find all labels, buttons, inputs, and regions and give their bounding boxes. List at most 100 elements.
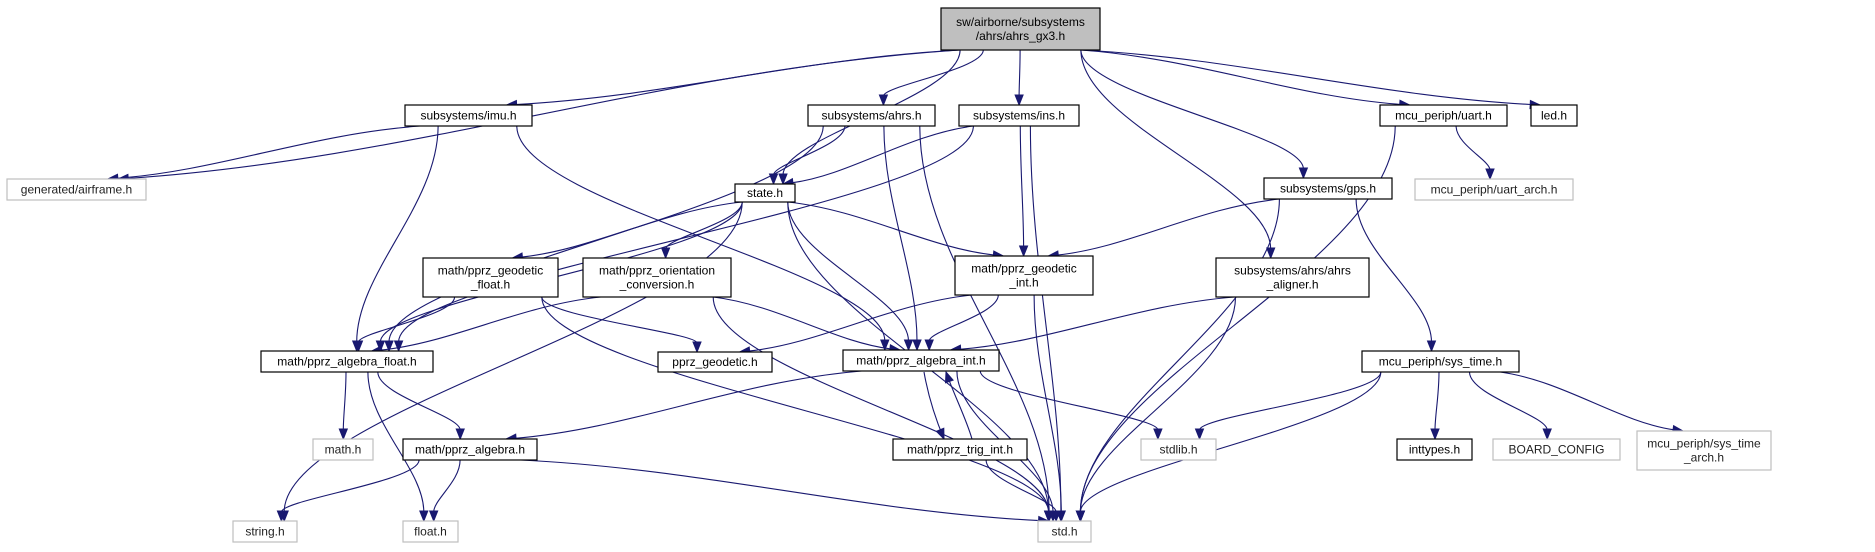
edge-line xyxy=(1079,371,1382,513)
edge-line xyxy=(516,125,886,342)
edge-orient-to-alg_float xyxy=(370,296,601,355)
node-box xyxy=(422,257,559,298)
node-led[interactable]: led.h xyxy=(1530,104,1578,127)
edge-line xyxy=(1080,49,1272,250)
node-box xyxy=(734,183,796,203)
edge-line xyxy=(1018,49,1021,97)
node-geo_float[interactable]: math/pprz_geodetic_float.h xyxy=(422,257,559,298)
node-geo_int[interactable]: math/pprz_geodetic_int.h xyxy=(954,255,1094,296)
edge-root-to-aligner xyxy=(1080,49,1276,260)
arrowhead xyxy=(692,341,702,354)
arrowhead xyxy=(1153,428,1163,441)
node-label: string.h xyxy=(245,525,284,539)
edge-state-to-orient xyxy=(660,201,743,260)
node-box xyxy=(6,178,147,201)
arrowhead xyxy=(1485,168,1495,181)
edge-sys_time-to-inttypes xyxy=(1430,371,1440,441)
node-orient[interactable]: math/pprz_orientation_conversion.h xyxy=(582,257,732,298)
node-box xyxy=(1379,104,1508,127)
node-label: _int.h xyxy=(1008,276,1038,290)
node-ahrs[interactable]: subsystems/ahrs.h xyxy=(807,104,936,127)
node-label: _float.h xyxy=(470,278,510,292)
edge-line xyxy=(1468,371,1548,431)
node-label: subsystems/imu.h xyxy=(420,109,516,123)
edge-line xyxy=(1033,294,1062,513)
node-label: math/pprz_algebra_int.h xyxy=(856,354,985,368)
node-geodetic[interactable]: pprz_geodetic.h xyxy=(657,351,773,373)
arrowhead xyxy=(944,370,954,384)
node-gps[interactable]: subsystems/gps.h xyxy=(1263,177,1393,200)
edge-ahrs-to-alg_int xyxy=(883,125,922,352)
edge-line xyxy=(1198,371,1382,431)
edge-ahrs-to-alg_float xyxy=(384,125,824,353)
node-uart[interactable]: mcu_periph/uart.h xyxy=(1379,104,1508,127)
node-label: /ahrs/ahrs_gx3.h xyxy=(976,29,1065,43)
edge-geo_int-to-std xyxy=(1033,294,1067,523)
node-label: subsystems/gps.h xyxy=(1280,182,1376,196)
node-aligner[interactable]: subsystems/ahrs/ahrs_aligner.h xyxy=(1215,257,1370,298)
edge-alg-to-float xyxy=(428,459,461,523)
arrowhead xyxy=(338,428,349,441)
edge-line xyxy=(882,49,984,97)
node-root[interactable]: sw/airborne/subsystems/ahrs/ahrs_gx3.h xyxy=(940,7,1101,51)
arrowhead xyxy=(1051,510,1061,523)
node-sys_time[interactable]: mcu_periph/sys_time.h xyxy=(1361,350,1520,373)
edge-line xyxy=(280,459,420,513)
edge-uart-to-uart_arch xyxy=(1455,125,1495,181)
node-state[interactable]: state.h xyxy=(734,183,796,203)
graph-edges xyxy=(106,49,1685,526)
edge-trig-to-std xyxy=(985,459,1061,523)
node-inttypes[interactable]: inttypes.h xyxy=(1396,438,1473,461)
node-box xyxy=(402,438,538,461)
arrowhead xyxy=(419,510,429,523)
node-box xyxy=(312,438,374,461)
node-box xyxy=(940,7,1101,51)
node-label: math.h xyxy=(325,443,362,457)
arrowhead xyxy=(878,94,889,107)
node-string: string.h xyxy=(232,520,298,543)
node-alg_int[interactable]: math/pprz_algebra_int.h xyxy=(842,349,1000,372)
edge-root-to-imu xyxy=(505,49,961,110)
edge-aligner-to-alg_int xyxy=(949,296,1235,354)
node-alg[interactable]: math/pprz_algebra.h xyxy=(402,438,538,461)
node-ins[interactable]: subsystems/ins.h xyxy=(958,104,1080,127)
edge-ins-to-state xyxy=(781,125,974,188)
node-box xyxy=(1492,438,1621,461)
arrowhead xyxy=(880,339,890,352)
edge-gps-to-geo_int xyxy=(1046,198,1280,260)
edge-line xyxy=(398,125,974,343)
node-box xyxy=(954,255,1094,296)
edge-line xyxy=(1080,49,1401,105)
edge-aligner-to-std xyxy=(1075,296,1237,523)
edge-sys_time-to-std xyxy=(1075,371,1382,523)
edge-orient-to-alg_int xyxy=(713,296,902,354)
arrowhead xyxy=(353,340,364,353)
edge-root-to-uart xyxy=(1080,49,1412,110)
edge-line xyxy=(521,201,743,258)
edge-line xyxy=(367,371,425,513)
edge-line xyxy=(748,294,972,352)
edge-line xyxy=(379,201,743,343)
edge-ins-to-geo_int xyxy=(1018,125,1029,258)
node-label: math/pprz_algebra_float.h xyxy=(277,355,416,369)
edge-gps-to-std xyxy=(1075,198,1280,523)
edge-line xyxy=(356,125,439,343)
node-imu[interactable]: subsystems/imu.h xyxy=(404,104,533,127)
edge-gps-to-sys_time xyxy=(1355,198,1437,353)
node-board: BOARD_CONFIG xyxy=(1492,438,1621,461)
node-label: pprz_geodetic.h xyxy=(672,355,757,369)
node-trig[interactable]: math/pprz_trig_int.h xyxy=(892,438,1028,461)
edge-line xyxy=(945,371,973,440)
node-label: _conversion.h xyxy=(619,278,695,292)
edge-imu-to-alg_int xyxy=(516,125,890,352)
node-alg_float[interactable]: math/pprz_algebra_float.h xyxy=(260,350,434,373)
edge-line xyxy=(116,125,421,179)
edge-line xyxy=(959,296,1235,350)
edge-ins-to-alg_float xyxy=(393,125,974,353)
edge-line xyxy=(1080,49,1532,106)
edge-line xyxy=(433,459,461,513)
arrowhead xyxy=(1430,428,1440,441)
arrowhead xyxy=(903,339,914,352)
node-label: mcu_periph/sys_time xyxy=(1647,437,1761,451)
